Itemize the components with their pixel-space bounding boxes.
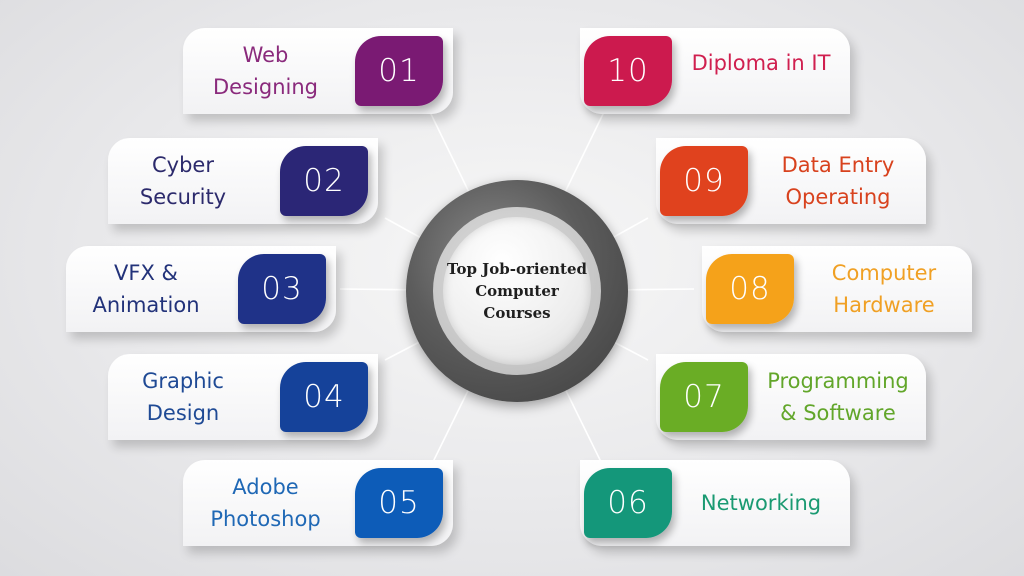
course-number-01: 01 (355, 36, 443, 106)
course-label-06: Networking (700, 491, 822, 515)
course-card-09: 09 Data Entry Operating (656, 138, 926, 224)
course-number-05: 05 (355, 468, 443, 538)
course-label-09: Data Entry Operating (781, 153, 895, 209)
course-number-06: 06 (584, 468, 672, 538)
course-number-02: 02 (280, 146, 368, 216)
course-card-07: 07 Programming & Software (656, 354, 926, 440)
course-number-09: 09 (660, 146, 748, 216)
hub-center: Top Job-oriented Computer Courses (443, 217, 591, 365)
course-card-10: 10 Diploma in IT (580, 28, 850, 114)
course-card-02: 02 Cyber Security (108, 138, 378, 224)
course-card-01: 01 Web Designing (183, 28, 453, 114)
course-number-04: 04 (280, 362, 368, 432)
course-label-05: Adobe Photoshop (210, 475, 321, 531)
course-label-08: Computer Hardware (831, 261, 937, 317)
course-number-03: 03 (238, 254, 326, 324)
course-label-10: Diploma in IT (691, 51, 831, 75)
course-card-04: 04 Graphic Design (108, 354, 378, 440)
course-number-07: 07 (660, 362, 748, 432)
course-label-07: Programming & Software (767, 369, 909, 425)
course-number-08: 08 (706, 254, 794, 324)
course-label-02: Cyber Security (139, 153, 227, 209)
course-card-06: 06 Networking (580, 460, 850, 546)
course-label-03: VFX & Animation (92, 261, 200, 317)
course-card-03: 03 VFX & Animation (66, 246, 336, 332)
course-card-08: 08 Computer Hardware (702, 246, 972, 332)
course-card-05: 05 Adobe Photoshop (183, 460, 453, 546)
course-number-10: 10 (584, 36, 672, 106)
course-label-01: Web Designing (213, 43, 318, 99)
hub-title: Top Job-oriented Computer Courses (447, 260, 587, 322)
course-label-04: Graphic Design (142, 369, 224, 425)
